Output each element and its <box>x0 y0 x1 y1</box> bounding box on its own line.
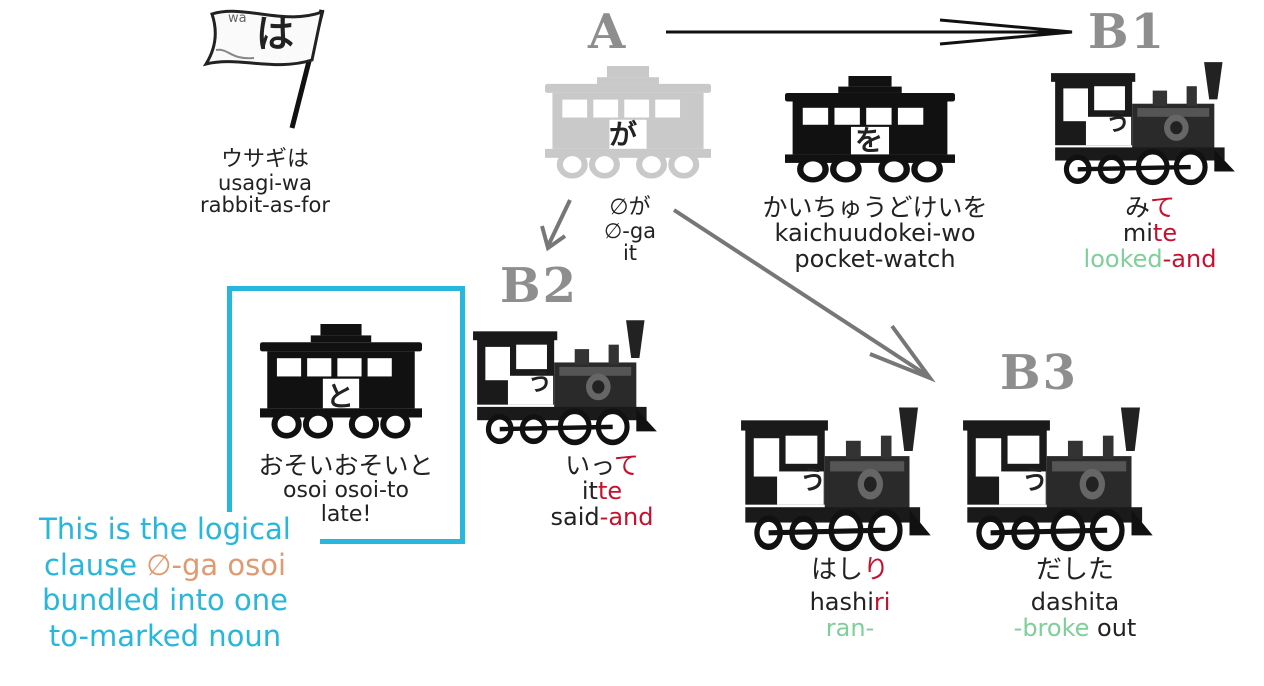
to-jp: おそいおそいと <box>258 451 434 480</box>
b2-jp-end: て <box>613 451 639 480</box>
ga-romaji: ∅-ga <box>603 218 657 243</box>
b1-jp-stem: み <box>1124 193 1150 222</box>
b2-gloss-end: -and <box>599 502 654 531</box>
to-gloss: late! <box>320 501 372 527</box>
b1-gloss-verb: looked <box>1083 244 1163 273</box>
label-b1: B1 <box>1088 4 1166 60</box>
label-b2: B2 <box>500 258 578 314</box>
b1-text-block: みて mite looked-and <box>1050 194 1250 273</box>
note-line-2b: ∅-ga osoi <box>146 547 287 582</box>
topic-romaji: usagi-wa <box>218 170 312 195</box>
b2-romaji-end: te <box>597 477 623 505</box>
arrow-to-b3 <box>672 208 936 383</box>
b1-jp-end: て <box>1150 193 1176 222</box>
topic-jp: ウサギは <box>220 147 309 172</box>
ga-train-car: が <box>545 66 711 178</box>
b2-romaji-stem: it <box>581 477 598 505</box>
to-car-kana: と <box>326 380 355 413</box>
b3b-loco-kana: う <box>1022 466 1049 496</box>
ga-jp: ∅が <box>609 195 651 220</box>
wo-jp: かいちゅうどけいを <box>762 193 988 222</box>
note-line-3: bundled into one <box>42 583 288 618</box>
to-romaji: osoi osoi-to <box>282 478 409 503</box>
wo-gloss: pocket-watch <box>794 244 956 273</box>
label-b3: B3 <box>1000 345 1078 401</box>
b1-gloss-end: -and <box>1162 244 1217 273</box>
arrow-a-to-b1 <box>666 18 1073 46</box>
b3a-jp-stem: はし <box>810 555 863 585</box>
b3b-text-block: だした dashita -broke out <box>990 556 1160 642</box>
b2-locomotive: う <box>472 318 662 438</box>
arrow-to-b2 <box>540 199 572 252</box>
clause-box <box>227 286 465 544</box>
b3b-gloss-pre: -broke <box>1013 613 1090 642</box>
b3a-text-block: はしり hashiri ran- <box>780 556 920 642</box>
label-a: A <box>588 4 628 60</box>
b1-romaji-stem: mi <box>1122 219 1153 247</box>
b2-jp-stem: いっ <box>565 451 614 480</box>
wo-text-block: かいちゅうどけいを kaichuudokei-wo pocket-watch <box>725 194 1025 273</box>
clause-note: This is the logical clause ∅-ga osoi bun… <box>10 512 320 655</box>
b2-loco-kana: う <box>528 368 552 396</box>
flag-kana: は <box>256 12 295 56</box>
topic-gloss: rabbit-as-for <box>199 193 331 218</box>
b1-loco-kana: う <box>1106 108 1130 136</box>
b3a-jp-end: り <box>863 555 890 585</box>
note-line-4: to-marked noun <box>48 618 282 653</box>
b3-locomotive-2: う <box>962 405 1158 543</box>
b3a-loco-kana: う <box>800 466 827 496</box>
flag-small-text: wa <box>228 11 247 26</box>
note-line-1: This is the logical <box>39 512 291 546</box>
to-train-car: と <box>260 324 422 438</box>
to-text-block: おそいおそいと osoi osoi-to late! <box>236 452 456 527</box>
b3a-romaji-stem: hashi <box>809 588 874 617</box>
ga-car-kana: が <box>609 118 638 151</box>
ga-gloss: it <box>622 241 638 266</box>
wo-car-kana: を <box>855 124 884 157</box>
wo-train-car: を <box>785 76 955 182</box>
b1-locomotive: う <box>1050 60 1240 178</box>
flag-icon: wa は <box>194 4 334 134</box>
b3a-gloss: ran- <box>825 613 875 642</box>
b3-locomotive-1: う <box>740 405 936 543</box>
ga-text-block: ∅が ∅-ga it <box>585 196 675 265</box>
b2-text-block: いって itte said-and <box>522 452 682 531</box>
b3b-romaji: dashita <box>1030 588 1120 617</box>
b3a-romaji-end: ri <box>873 588 891 617</box>
b1-romaji-end: te <box>1152 219 1178 247</box>
b3b-jp: だした <box>1035 555 1114 585</box>
wo-romaji: kaichuudokei-wo <box>774 219 976 247</box>
b2-gloss-verb: said <box>550 502 600 531</box>
b3b-gloss-post: out <box>1089 613 1137 642</box>
note-line-2a: clause <box>43 547 147 582</box>
topic-block: ウサギは usagi-wa rabbit-as-for <box>180 148 350 217</box>
